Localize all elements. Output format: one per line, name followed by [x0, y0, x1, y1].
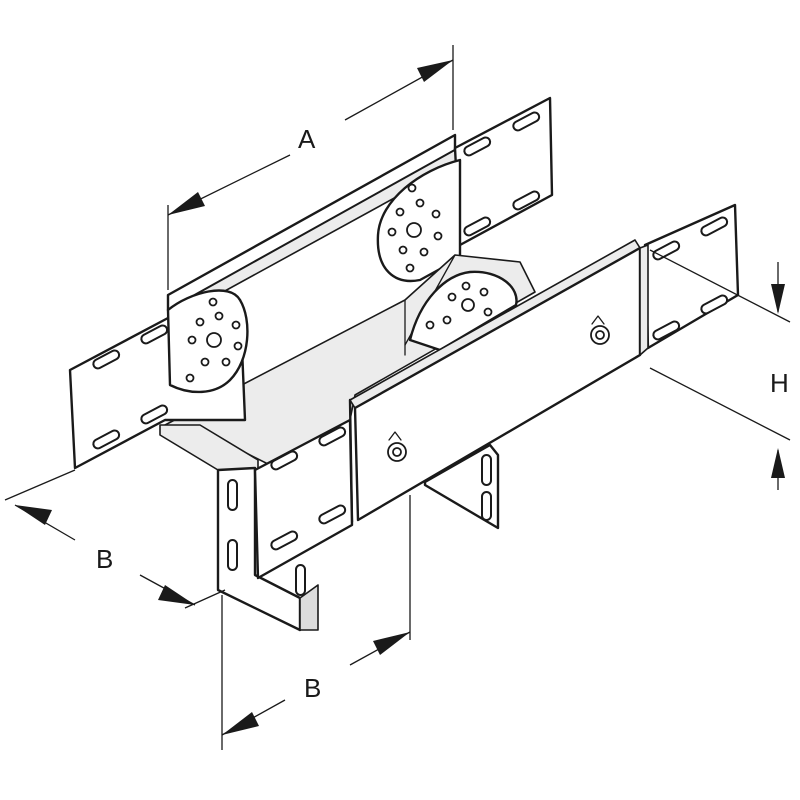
dimension-h-label: H — [770, 368, 789, 398]
back-right-splice-plate — [376, 96, 554, 283]
dimension-b-bottom: B — [221, 495, 411, 750]
slots-front-lower — [270, 426, 347, 551]
left-hanger-bracket — [159, 424, 319, 632]
right-hanger-bracket — [423, 443, 500, 530]
back-side-rail — [166, 133, 461, 321]
right-splice-plate — [639, 203, 740, 356]
wing-nut-left — [387, 431, 407, 462]
wing-nut-right — [590, 315, 610, 345]
dimension-b-left-label: B — [96, 544, 113, 574]
hinge-holes-left — [185, 297, 243, 383]
dimension-a: A — [167, 45, 454, 290]
slots-back-right — [463, 111, 541, 237]
dimension-a-label: A — [298, 124, 316, 154]
dimension-h: H — [649, 249, 791, 490]
hinge-holes-inner — [425, 281, 493, 330]
left-splice-plate — [68, 289, 249, 470]
slots-right-hanger — [481, 454, 492, 521]
dimension-b-left: B — [4, 469, 226, 609]
slots-right — [652, 216, 729, 341]
inner-hinge-plate — [408, 270, 518, 352]
front-lower-splice-plate — [253, 418, 354, 580]
slots-left-hanger — [227, 479, 306, 596]
slots-left — [92, 324, 169, 450]
dimension-b-bottom-label: B — [304, 673, 321, 703]
hinge-holes-back-right — [387, 183, 443, 273]
